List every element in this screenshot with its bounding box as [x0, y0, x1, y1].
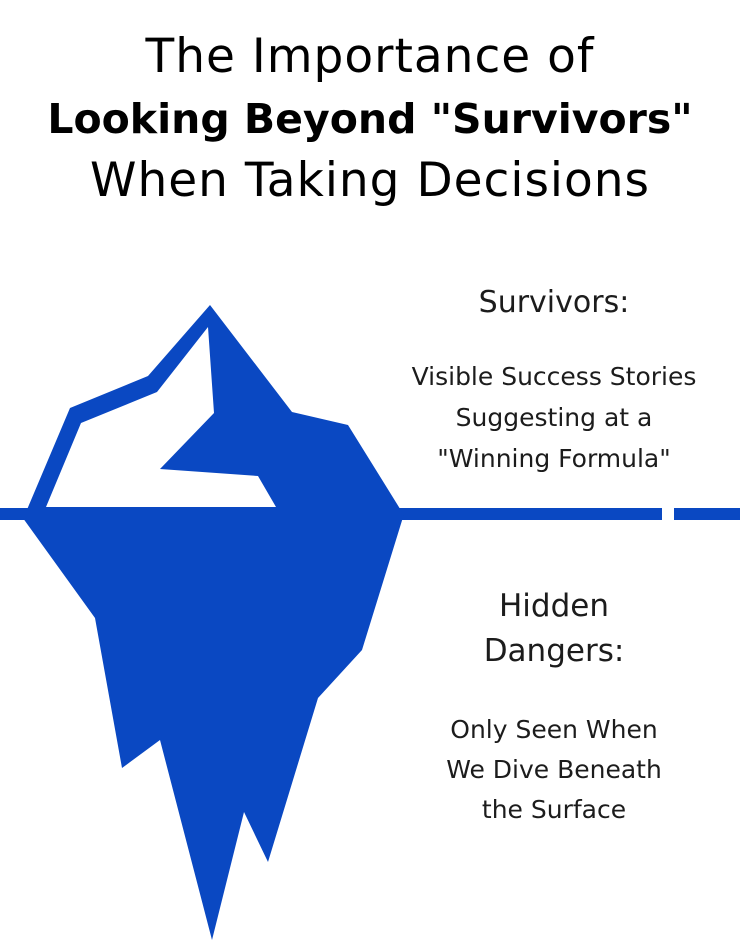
- page-title: The Importance of Looking Beyond "Surviv…: [0, 26, 740, 212]
- hidden-dangers-description-line: the Surface: [481, 795, 627, 824]
- waterline-right: [674, 508, 740, 520]
- hidden-dangers-description-line: Only Seen When: [450, 715, 658, 744]
- hidden-dangers-description: Only Seen When We Dive Beneath the Surfa…: [414, 710, 694, 830]
- title-line-2: Looking Beyond "Survivors": [47, 95, 693, 143]
- survivors-description-line: Visible Success Stories: [411, 362, 697, 391]
- survivors-heading: Survivors:: [404, 282, 704, 324]
- survivors-description: Visible Success Stories Suggesting at a …: [398, 356, 710, 479]
- survivors-description-line: Suggesting at a: [455, 403, 653, 432]
- survivors-description-line: "Winning Formula": [437, 444, 671, 473]
- hidden-dangers-heading-line: Hidden: [499, 588, 609, 624]
- hidden-dangers-description-line: We Dive Beneath: [446, 755, 662, 784]
- title-line-1: The Importance of: [145, 29, 595, 84]
- survivors-heading-text: Survivors:: [478, 285, 630, 320]
- title-line-3: When Taking Decisions: [89, 153, 651, 208]
- iceberg-tip-face: [46, 327, 276, 507]
- iceberg-submerged: [20, 514, 404, 940]
- hidden-dangers-heading: Hidden Dangers:: [424, 584, 684, 674]
- hidden-dangers-heading-line: Dangers:: [483, 633, 625, 669]
